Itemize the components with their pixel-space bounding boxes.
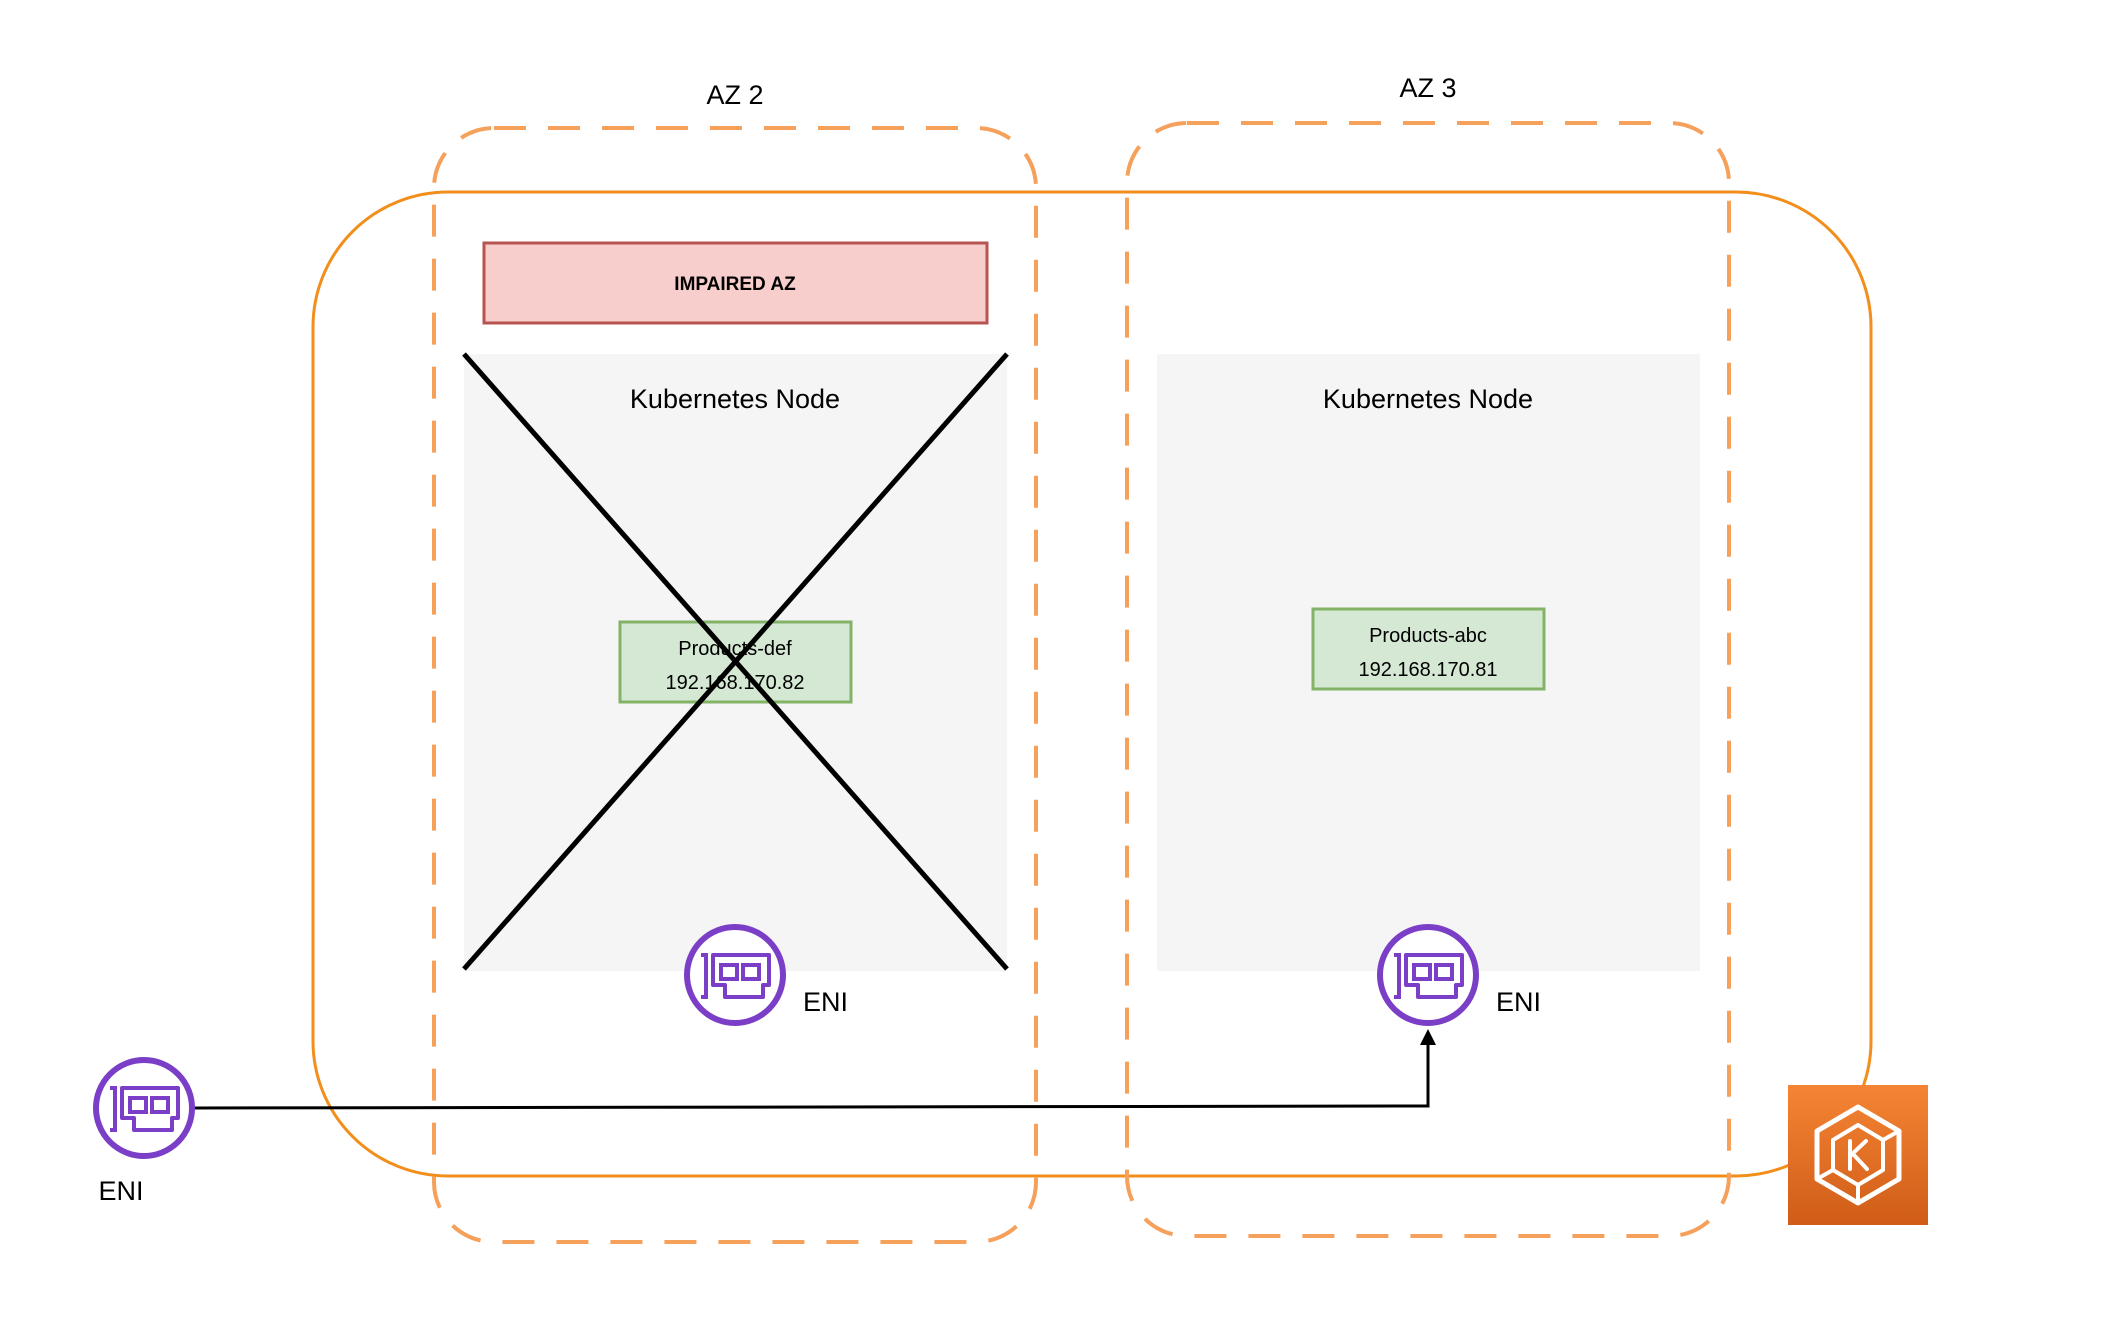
kubernetes-eks-icon xyxy=(1788,1085,1928,1225)
az2-label: AZ 2 xyxy=(706,80,763,110)
pod-products-abc-ip: 192.168.170.81 xyxy=(1358,659,1497,681)
failure-cross-line-2 xyxy=(462,352,1009,971)
az2-boundary xyxy=(432,126,1038,1244)
node-az2-title: Kubernetes Node xyxy=(630,384,840,414)
cluster-boundary xyxy=(311,190,1873,1178)
eni-az2-label: ENI xyxy=(803,987,848,1017)
network-interface-icon xyxy=(1380,927,1476,1023)
external-eni-label: ENI xyxy=(98,1176,143,1206)
node-az3-title: Kubernetes Node xyxy=(1323,384,1533,414)
pod-products-abc xyxy=(1311,607,1546,691)
impaired-banner-label: IMPAIRED AZ xyxy=(674,274,796,295)
network-interface-icon xyxy=(96,1060,192,1156)
traffic-arrowhead xyxy=(1420,1029,1436,1045)
pod-products-def-name: Products-def xyxy=(678,638,792,660)
impaired-banner xyxy=(482,241,989,325)
az3-boundary xyxy=(1125,121,1731,1238)
pod-products-def-ip: 192.168.170.82 xyxy=(665,672,804,694)
az3-label: AZ 3 xyxy=(1399,73,1456,103)
eni-az3-label: ENI xyxy=(1496,987,1541,1017)
traffic-connector xyxy=(191,1040,1430,1110)
network-interface-icon xyxy=(687,927,783,1023)
pod-products-abc-name: Products-abc xyxy=(1369,625,1487,647)
